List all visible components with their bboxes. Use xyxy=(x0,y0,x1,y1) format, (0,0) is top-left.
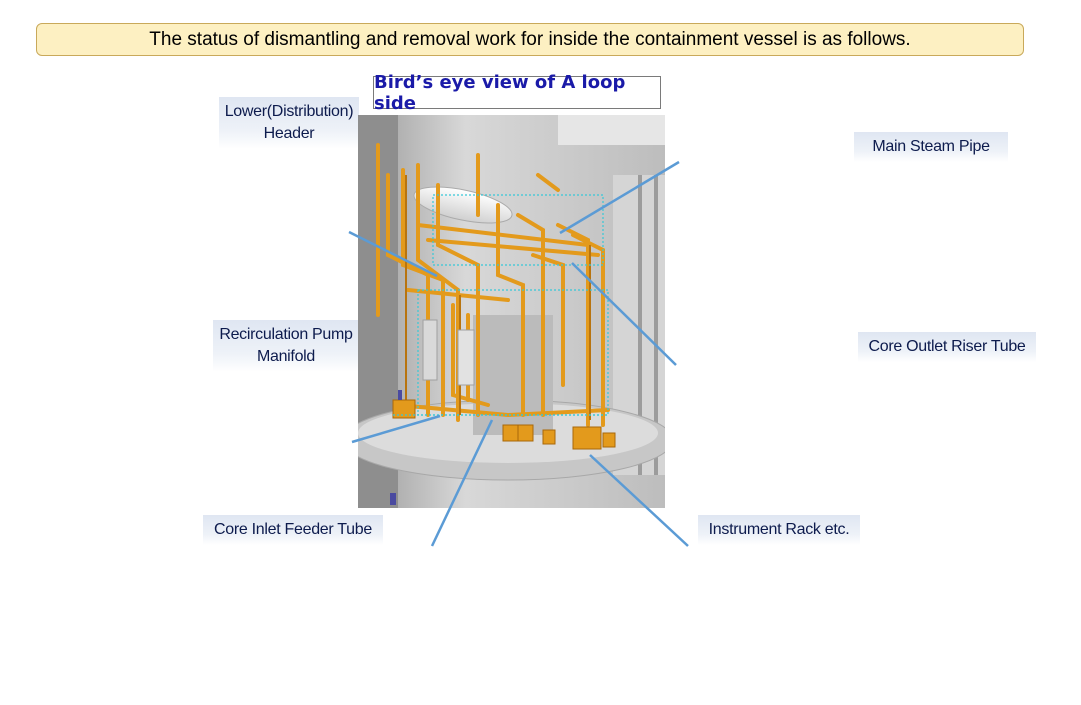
leader-core-outlet xyxy=(571,262,677,366)
label-recirculation-pump-manifold: Recirculation Pump Manifold xyxy=(213,320,359,372)
worker-figure-2 xyxy=(398,390,402,400)
right-rail xyxy=(638,175,642,475)
instrument-racks xyxy=(392,399,616,450)
view-title: Bird’s eye view of A loop side xyxy=(373,72,661,114)
leader-recirculation xyxy=(351,414,441,444)
label-lower-distribution-header: Lower(Distribution) Header xyxy=(219,97,359,149)
birds-eye-diagram xyxy=(358,115,665,508)
label-recirc-line1: Recirculation Pump xyxy=(219,326,353,343)
upper-structure xyxy=(558,115,665,145)
dismantle-boundaries xyxy=(393,194,609,416)
status-banner-text: The status of dismantling and removal wo… xyxy=(149,28,911,50)
pump-left xyxy=(422,319,438,381)
leader-core-inlet xyxy=(430,419,494,547)
piping-illustration xyxy=(358,115,665,508)
worker-figure xyxy=(390,493,396,505)
label-core-inlet-feeder-tube: Core Inlet Feeder Tube xyxy=(203,515,383,545)
right-rail-2 xyxy=(654,175,658,475)
label-instrument-rack: Instrument Rack etc. xyxy=(698,515,860,545)
leader-lower-header xyxy=(348,230,438,278)
label-main-steam-pipe: Main Steam Pipe xyxy=(854,132,1008,162)
pump-center xyxy=(457,329,475,386)
label-core-outlet-riser-tube: Core Outlet Riser Tube xyxy=(858,332,1036,362)
status-banner: The status of dismantling and removal wo… xyxy=(36,23,1024,56)
label-lower-header-line1: Lower(Distribution) xyxy=(224,103,354,120)
leader-main-steam xyxy=(559,160,680,235)
label-lower-header-line2: Header xyxy=(263,125,315,142)
label-recirc-line2: Manifold xyxy=(256,348,316,365)
leader-instrument-rack xyxy=(589,454,689,547)
